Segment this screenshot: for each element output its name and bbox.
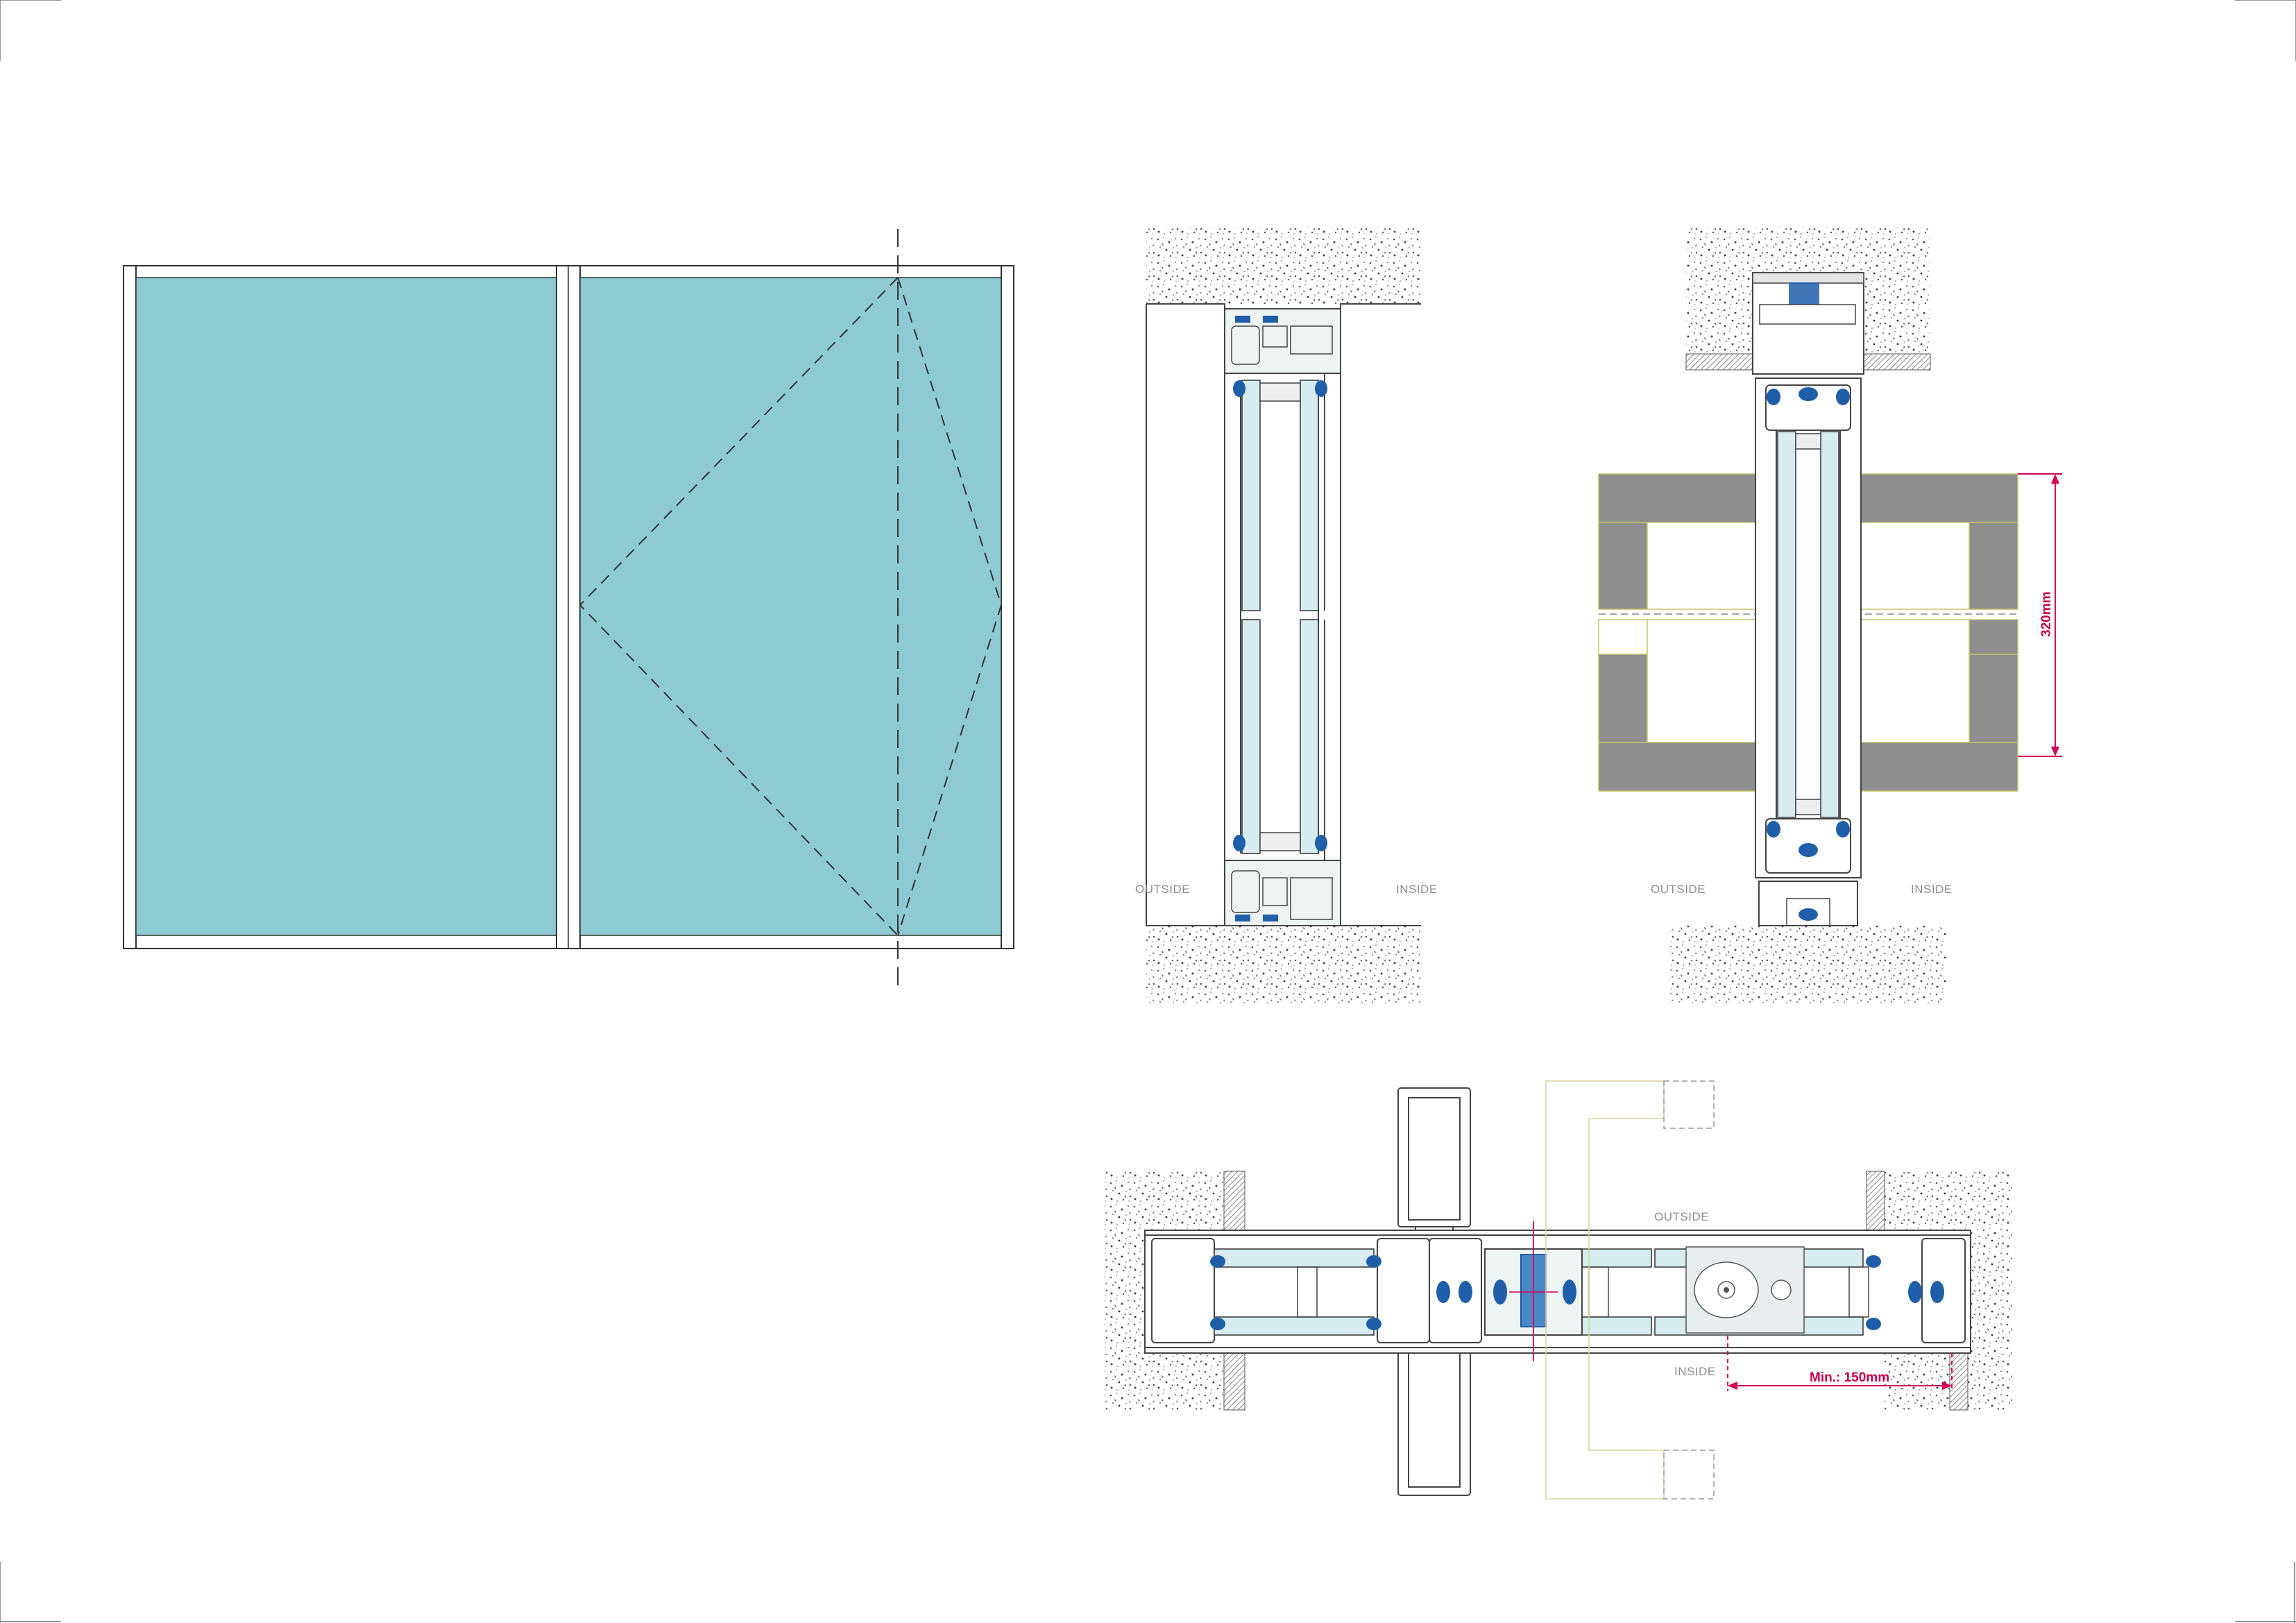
concrete-bottom [1146, 926, 1421, 1003]
double-glazing [1241, 380, 1319, 854]
dimension-320 [2018, 473, 2062, 757]
concrete-bottom-2 [1669, 926, 1946, 1003]
window-elevation [123, 229, 1014, 985]
inside-label-1: INSIDE [1396, 883, 1438, 896]
frame-and-sash-2 [1755, 377, 1862, 878]
horizontal-section: Min.: 150mm OUTSIDE INSIDE [1105, 1080, 2012, 1499]
brick-right-top [1863, 353, 1931, 371]
dimension-min-150 [1727, 1336, 1953, 1391]
gaskets-blue [1233, 316, 1327, 921]
dimension-320-label: 320mm [2039, 592, 2054, 638]
frame-left-jamb [123, 265, 137, 949]
yellow-guide-outline [1545, 1080, 1715, 1499]
dimension-min-150-label: Min.: 150mm [1810, 1370, 1889, 1385]
outside-label-2: OUTSIDE [1651, 883, 1706, 896]
outside-label-3: OUTSIDE [1654, 1210, 1709, 1223]
double-glazing-2 [1777, 431, 1839, 818]
inside-label-2: INSIDE [1911, 883, 1953, 896]
outside-label-1: OUTSIDE [1135, 883, 1190, 896]
opening-sash-glass [579, 277, 1002, 936]
gasket-head [1789, 282, 1819, 305]
brick-left-top [1685, 353, 1753, 371]
brick-left-3a [1223, 1171, 1245, 1231]
brick-right-3a [1866, 1171, 1885, 1231]
masonry-wall [1598, 473, 2018, 792]
hardware-handle-plate [1685, 1246, 1805, 1334]
gaskets-blue-3 [1210, 1255, 1944, 1330]
frame-right-jamb [1001, 265, 1014, 949]
profile-chambers [1231, 325, 1333, 920]
inside-label-3: INSIDE [1674, 1365, 1716, 1378]
vertical-section-wall: 320mm OUTSIDE INSIDE [1598, 227, 2062, 1003]
concrete-top [1146, 227, 1421, 304]
brick-left-3b [1223, 1352, 1245, 1411]
opening-symbol-dashed [579, 277, 1003, 936]
fixed-pane-glass [135, 277, 557, 936]
gaskets-blue-2 [1767, 387, 1850, 921]
vertical-section-sash: OUTSIDE INSIDE [1135, 227, 1438, 1003]
